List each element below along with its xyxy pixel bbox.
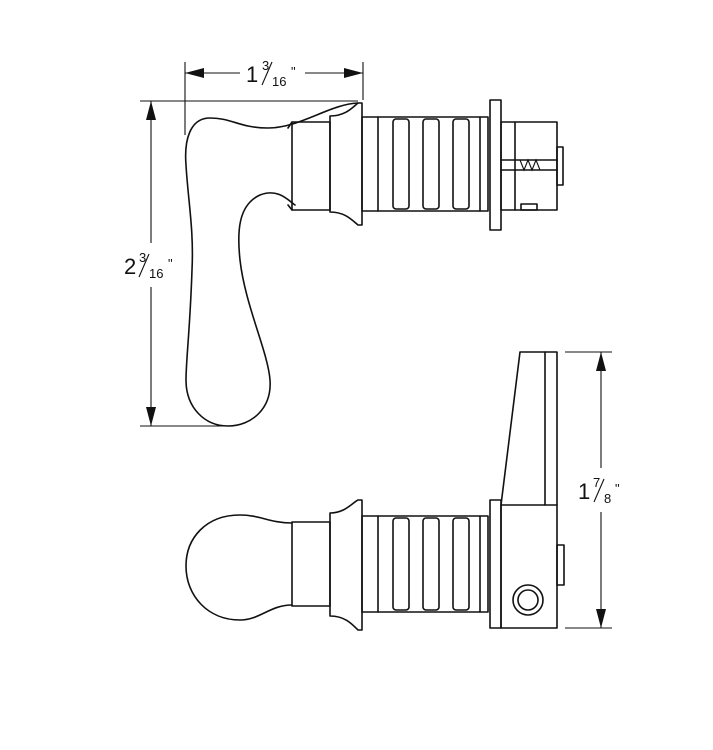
lever-neck <box>287 121 331 211</box>
height-bottom-num: 7 <box>593 475 600 490</box>
dimension-width-top: 1 3 16 " <box>184 58 364 135</box>
threaded-body-bottom <box>361 515 489 613</box>
lever-handle-side-view <box>184 99 564 427</box>
mounting-plate-bottom <box>489 499 502 629</box>
height-top-unit: " <box>168 256 173 271</box>
width-top-unit: " <box>291 64 296 79</box>
height-top-num: 3 <box>139 250 146 265</box>
height-top-den: 16 <box>149 266 163 281</box>
fraction-slash <box>261 61 273 86</box>
arrow-right <box>344 68 363 78</box>
mounting-plate <box>489 99 502 231</box>
thread-ring-2 <box>422 118 440 210</box>
knob-flange <box>329 499 363 631</box>
set-screw-head <box>512 584 544 616</box>
width-top-num: 3 <box>262 58 269 73</box>
spindle <box>500 121 558 211</box>
lever-flange <box>329 102 363 226</box>
thread-ring-1 <box>392 118 410 210</box>
width-top-den: 16 <box>272 74 286 89</box>
arrow-up-bottom <box>596 352 606 371</box>
set-screw <box>520 203 538 211</box>
arrow-down-bottom <box>596 609 606 628</box>
height-bottom-unit: " <box>615 481 620 496</box>
knob-neck <box>291 521 331 607</box>
arrow-up <box>146 101 156 120</box>
width-top-whole: 1 <box>246 62 258 87</box>
arrow-left <box>185 68 204 78</box>
lever-outline <box>184 102 359 427</box>
arrow-down <box>146 407 156 426</box>
spindle-tip <box>556 146 564 186</box>
spring <box>519 158 541 172</box>
threaded-body <box>361 116 489 212</box>
height-bottom-den: 8 <box>604 491 611 506</box>
knob-outline <box>185 514 293 621</box>
height-top-whole: 2 <box>124 254 136 279</box>
block-tip <box>556 544 565 586</box>
thread-ring-3 <box>452 118 470 210</box>
tall-block <box>500 351 558 629</box>
dimension-height-bottom: 1 7 8 " <box>565 351 620 629</box>
lever-handle-end-view <box>185 351 565 631</box>
dimension-height-top: 2 3 16 " <box>124 100 358 427</box>
height-bottom-whole: 1 <box>578 479 590 504</box>
